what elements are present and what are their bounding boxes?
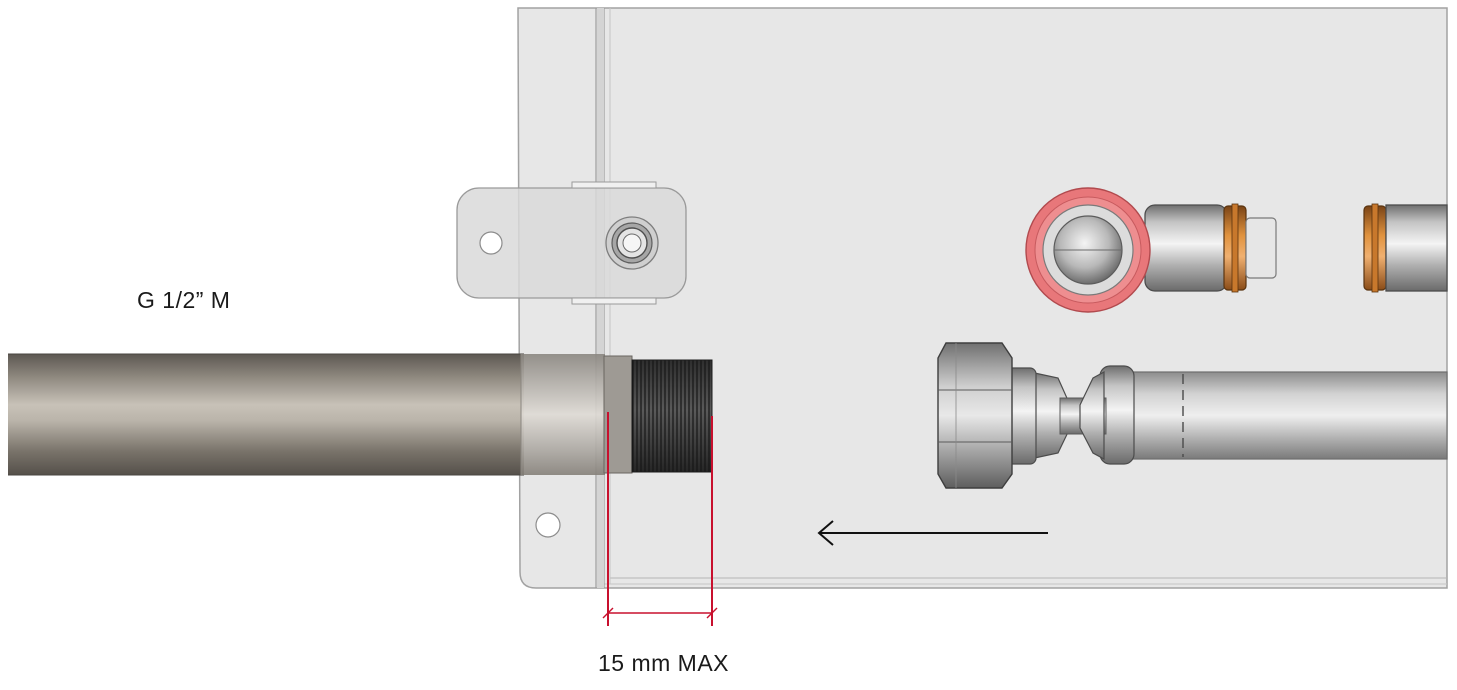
- flexible-hose: [937, 342, 1448, 489]
- elbow-fitting: [1025, 187, 1277, 313]
- threaded-end: [603, 355, 713, 474]
- thread-spec-label: G 1/2” M: [137, 287, 231, 313]
- dimension-marker: [602, 412, 718, 626]
- arrow-left-icon: [817, 520, 1048, 546]
- bracket-screw-hole: [479, 231, 503, 255]
- adjacent-fitting: [1363, 203, 1448, 293]
- supply-pipe: [8, 353, 605, 476]
- panel-screw-hole: [535, 512, 561, 538]
- max-length-label: 15 mm MAX: [598, 650, 730, 676]
- wall-bracket: [456, 181, 687, 305]
